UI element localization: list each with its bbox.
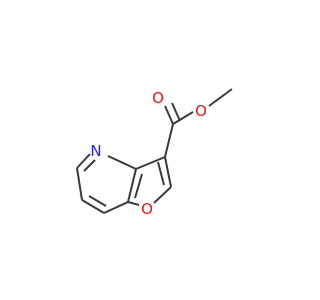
bond-o1-c7a <box>127 201 140 206</box>
atom-furan-oxygen: O <box>141 200 153 218</box>
bond-c3-c2-double-b <box>157 161 165 186</box>
bond-c5-c6 <box>76 167 83 201</box>
bond-ester-oxygen-carbonyl-carbon <box>172 111 194 125</box>
atom-pyridine-nitrogen: N <box>90 142 101 160</box>
bond-carbonyl-c3 <box>164 123 174 158</box>
atom-carbonyl-oxygen: O <box>152 89 164 107</box>
bond-c3a-n4 <box>107 155 137 170</box>
bond-c6-c7-double-b <box>88 195 107 207</box>
atom-ester-oxygen: O <box>195 102 207 120</box>
bond-methyl-ester-oxygen <box>208 88 233 107</box>
molecule-canvas: O O N O <box>76 88 233 218</box>
bond-n4-c5-double-b <box>83 159 96 172</box>
bond-c6-c7-double-a <box>81 199 105 214</box>
bond-c7-c7a <box>103 201 129 214</box>
structure-diagram: O O N O <box>76 88 233 218</box>
bond-c3-c3a <box>135 156 166 170</box>
bond-carbonyl-double-b <box>171 102 181 122</box>
bond-c3a-c7a-double-a <box>127 168 137 203</box>
bond-n4-c5-double-a <box>76 153 91 169</box>
bond-c3-c2-double-a <box>164 156 172 188</box>
bond-c2-o1 <box>153 186 172 204</box>
bond-carbonyl-double-a <box>164 105 174 125</box>
bond-c3a-c7a-double-b <box>134 173 143 199</box>
